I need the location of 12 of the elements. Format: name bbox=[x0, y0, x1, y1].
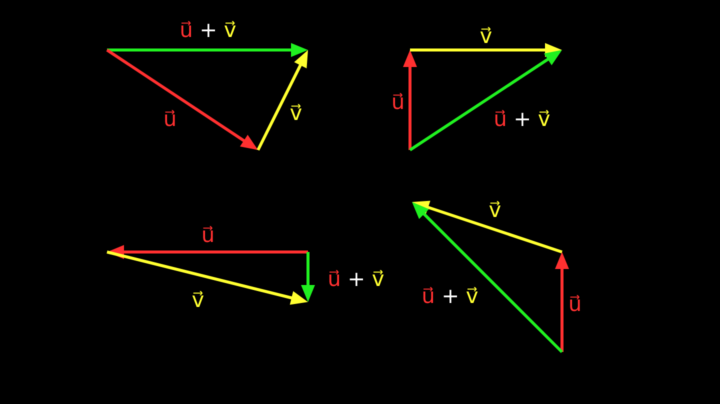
vector-label: u⃗ + v⃗ bbox=[422, 284, 478, 308]
vector-label: v⃗ bbox=[488, 198, 502, 222]
vector-label: u⃗ + v⃗ bbox=[180, 18, 236, 42]
vector-label: u⃗ + v⃗ bbox=[494, 107, 550, 131]
vector-label: u⃗ bbox=[201, 223, 215, 247]
vector-label: u⃗ bbox=[163, 107, 177, 131]
vector-label: u⃗ bbox=[391, 90, 405, 114]
vector-label: v⃗ bbox=[480, 24, 492, 48]
vector-label: v⃗ bbox=[192, 288, 204, 312]
vector-label: u⃗ bbox=[568, 292, 582, 316]
vector-label: u⃗ + v⃗ bbox=[328, 267, 384, 291]
vector-label: v⃗ bbox=[290, 101, 302, 125]
